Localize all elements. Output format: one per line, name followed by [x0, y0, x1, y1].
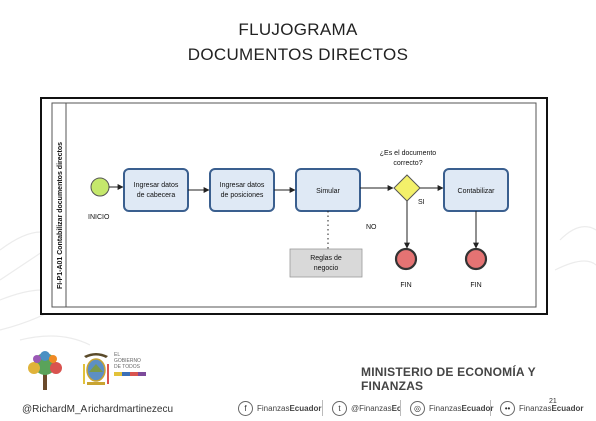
social-twitter-bold: Ec	[391, 403, 402, 413]
task-ingresar-cabecera-line2: de cabecera	[137, 192, 176, 199]
end-event-rechazo-label: FIN	[400, 282, 411, 289]
end-event-contabilizado-label: FIN	[470, 282, 481, 289]
annotation-reglas-negocio	[289, 248, 363, 278]
page-number: 21	[549, 398, 557, 405]
slide-title-line-1: FLUJOGRAMA	[238, 20, 358, 39]
gobierno-logo-line3: DE TODOS	[114, 364, 140, 370]
task-ingresar-posiciones-line1: Ingresar datos	[220, 182, 265, 189]
gateway-yes-label: SI	[418, 199, 425, 206]
task-ingresar-cabecera[interactable]	[123, 168, 189, 212]
social-twitter-prefix: @Finanzas	[351, 403, 392, 413]
end-event-contabilizado[interactable]	[464, 247, 488, 271]
task-simular-label: Simular	[316, 188, 340, 195]
twitter-icon: t	[332, 400, 347, 416]
gobierno-logo-line2: GOBIERNO	[114, 358, 141, 364]
social-flickr-bold: Ecuador	[551, 403, 584, 413]
social-instagram-prefix: Finanzas	[429, 403, 462, 413]
annotation-line1: Reglas de	[310, 255, 342, 262]
gateway-question-line2: correcto?	[393, 160, 422, 167]
end-event-rechazo[interactable]	[394, 247, 418, 271]
swimlane-label: FI-P1-A01 Contabilizar documentos direct…	[57, 142, 64, 289]
facebook-icon: f	[238, 400, 253, 416]
gobierno-logo-line1: EL	[114, 352, 121, 358]
diagram-frame: FI-P1-A01 Contabilizar documentos direct…	[40, 97, 548, 315]
process-flowchart: FI-P1-A01 Contabilizar documentos direct…	[51, 102, 537, 308]
ministry-name: MINISTERIO DE ECONOMÍA Y FINANZAS	[361, 365, 536, 393]
flickr-icon: ••	[500, 400, 515, 416]
personal-site[interactable]: richardmartinezecu	[88, 404, 174, 415]
gobierno-logo: EL GOBIERNO DE TODOS	[114, 352, 154, 376]
social-facebook-prefix: Finanzas	[257, 403, 290, 413]
task-ingresar-posiciones[interactable]	[209, 168, 275, 212]
social-facebook-bold: Ecuador	[289, 403, 322, 413]
social-instagram-bold: Ecuador	[461, 403, 494, 413]
slide-title-line-2: DOCUMENTOS DIRECTOS	[187, 45, 409, 64]
gateway-no-label: NO	[366, 224, 377, 231]
annotation-line2: negocio	[314, 265, 339, 272]
start-event[interactable]	[90, 177, 110, 197]
start-event-label: INICIO	[88, 214, 110, 221]
task-contabilizar-label: Contabilizar	[458, 188, 496, 195]
task-ingresar-cabecera-line1: Ingresar datos	[134, 182, 179, 189]
tree-logo-icon	[28, 351, 62, 390]
swimlane-border	[51, 102, 537, 308]
twitter-handle[interactable]: @RichardM_A	[22, 404, 88, 415]
gateway-question-line1: ¿Es el documento	[380, 150, 437, 157]
task-ingresar-posiciones-line2: de posiciones	[221, 192, 264, 199]
instagram-icon: ◎	[410, 400, 425, 416]
social-flickr-prefix: Finanzas	[519, 403, 552, 413]
coat-of-arms-icon	[83, 353, 109, 385]
gateway-documento-correcto[interactable]	[393, 174, 421, 202]
